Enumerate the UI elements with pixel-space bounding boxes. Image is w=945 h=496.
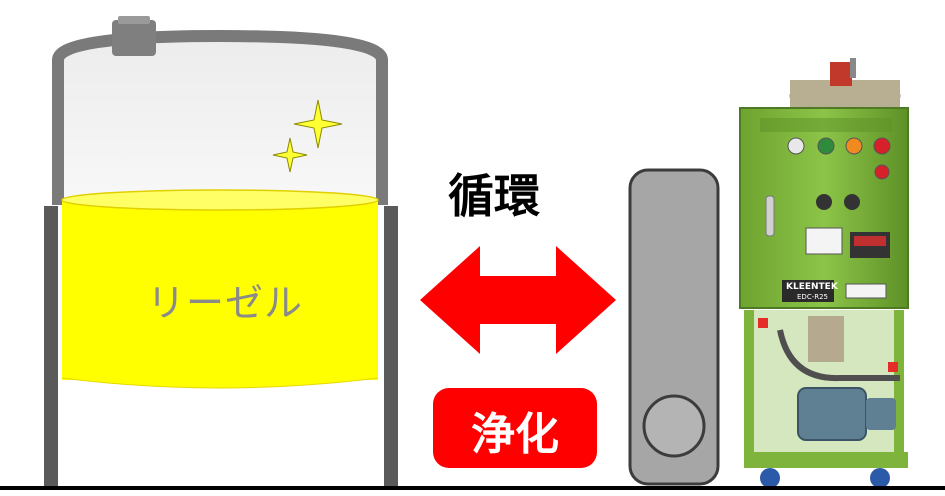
double-arrow-icon: [420, 246, 616, 354]
tank: [44, 16, 398, 490]
tank-label: リーゼル: [146, 281, 303, 325]
purify-badge: [433, 388, 597, 468]
machine-model: EDC-R25: [797, 293, 828, 301]
sparkle-icon: [293, 99, 343, 149]
purifier-machine: [739, 58, 909, 488]
tank-liquid: [61, 189, 379, 389]
machine-brand: KLEENTEK: [786, 282, 838, 292]
tank-leg-left: [44, 206, 58, 490]
tank-cap: [112, 20, 156, 56]
tank-lower-glass: [60, 380, 382, 488]
purify-label: 浄化: [471, 409, 559, 460]
filter-cylinder: [628, 168, 720, 486]
sparkle-icon: [272, 137, 308, 173]
tank-leg-right: [384, 206, 398, 490]
tank-glass: [58, 36, 382, 205]
filter-port: [642, 394, 706, 458]
ground-line: [0, 486, 945, 490]
circulation-label: 循環: [448, 169, 540, 223]
tank-frame: [52, 29, 388, 205]
